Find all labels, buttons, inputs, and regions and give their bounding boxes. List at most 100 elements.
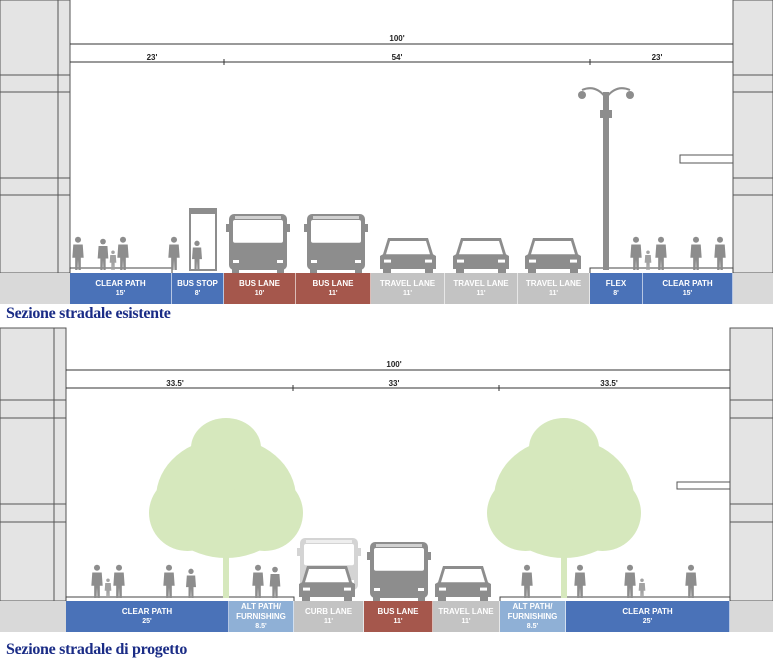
pedestrian-icon xyxy=(168,236,180,270)
person-body xyxy=(644,255,652,270)
pedestrian-icon xyxy=(109,250,117,270)
bus-windshield xyxy=(311,220,361,243)
person-head xyxy=(111,250,115,255)
lane-width: 10' xyxy=(254,289,265,297)
bus-mirror xyxy=(428,552,431,560)
lamp-arm xyxy=(605,87,631,99)
lane-width: 8' xyxy=(194,289,201,297)
person-body xyxy=(574,572,586,598)
person-body xyxy=(521,572,533,598)
street-lamp-icon xyxy=(578,87,634,270)
person-head xyxy=(716,236,724,243)
lamp-arm xyxy=(581,87,607,99)
person-head xyxy=(170,236,178,243)
lane-width: 15' xyxy=(682,289,693,297)
car-wheel xyxy=(498,268,506,274)
lane-label: CLEAR PATH xyxy=(662,278,713,288)
person-head xyxy=(74,236,82,243)
proposed-right-dimension: 33.5' xyxy=(600,379,618,388)
pedestrian-icon xyxy=(521,564,533,598)
car-light xyxy=(457,259,464,263)
lane-label: ALT PATH/ FURNISHING xyxy=(236,601,286,621)
pedestrian-icon xyxy=(269,566,281,598)
pedestrian-icon xyxy=(104,578,112,598)
awning-icon xyxy=(679,154,734,164)
lamp-head xyxy=(578,91,586,99)
existing-section-title: Sezione stradale esistente xyxy=(6,305,171,322)
car-wheel xyxy=(302,596,310,602)
tree-canopy xyxy=(564,475,641,551)
tree-canopy xyxy=(226,475,303,551)
person-body xyxy=(624,572,636,598)
building-icon xyxy=(0,0,71,274)
bus-shelter-icon xyxy=(189,208,217,271)
existing-right-dimension: 23' xyxy=(651,53,663,62)
lane-label: TRAVEL LANE xyxy=(525,278,582,288)
curb-strip xyxy=(0,601,66,632)
lane-width: 8.5' xyxy=(526,622,539,630)
pedestrian-icon xyxy=(97,238,109,270)
person-head xyxy=(632,236,640,243)
lane-width: 8.5' xyxy=(255,622,267,630)
car-light xyxy=(425,259,432,263)
bus-mirror xyxy=(287,224,290,232)
car-icon xyxy=(299,566,355,602)
person-body xyxy=(72,244,84,270)
lane-label: TRAVEL LANE xyxy=(438,606,494,616)
car-wheel xyxy=(528,268,536,274)
car-wheel xyxy=(438,596,446,602)
bus-wheel xyxy=(310,269,317,274)
tree-canopy xyxy=(149,475,226,551)
pedestrian-icon xyxy=(624,564,636,598)
car-icon xyxy=(435,566,491,602)
lane-label: CLEAR PATH xyxy=(95,278,146,288)
car-light xyxy=(303,587,310,591)
shelter-frame xyxy=(189,208,217,271)
pedestrian-icon xyxy=(117,236,129,270)
person-body xyxy=(192,247,202,270)
tree-canopy xyxy=(487,475,564,551)
bus-light xyxy=(233,260,239,263)
person-body xyxy=(109,255,117,270)
bus-sign xyxy=(313,216,359,219)
lane-width: 11' xyxy=(461,617,471,625)
person-head xyxy=(657,236,665,243)
lamp-pole xyxy=(603,92,609,270)
lane-width: 11' xyxy=(402,289,413,297)
bus-wheel xyxy=(232,269,239,274)
person-head xyxy=(194,240,200,246)
pedestrian-icon xyxy=(113,564,125,598)
tree-icon xyxy=(487,418,641,598)
lamp-head xyxy=(626,91,634,99)
building-icon xyxy=(729,327,773,602)
pedestrian-icon xyxy=(714,236,726,270)
car-wheel xyxy=(383,268,391,274)
person-body xyxy=(168,244,180,270)
person-head xyxy=(165,564,173,571)
bus-mirror xyxy=(365,224,368,232)
bus-light xyxy=(418,588,424,591)
building-facade xyxy=(729,327,773,602)
car-wheel xyxy=(570,268,578,274)
person-head xyxy=(640,578,644,582)
person-head xyxy=(272,566,278,573)
existing-left-dimension: 23' xyxy=(146,53,158,62)
curb-strip xyxy=(0,273,70,304)
bus-windshield xyxy=(304,544,354,566)
pedestrian-icon xyxy=(91,564,103,598)
lane-label: TRAVEL LANE xyxy=(379,278,436,288)
person-head xyxy=(626,564,634,571)
bus-sign xyxy=(376,544,422,547)
bus-windshield xyxy=(233,220,283,243)
